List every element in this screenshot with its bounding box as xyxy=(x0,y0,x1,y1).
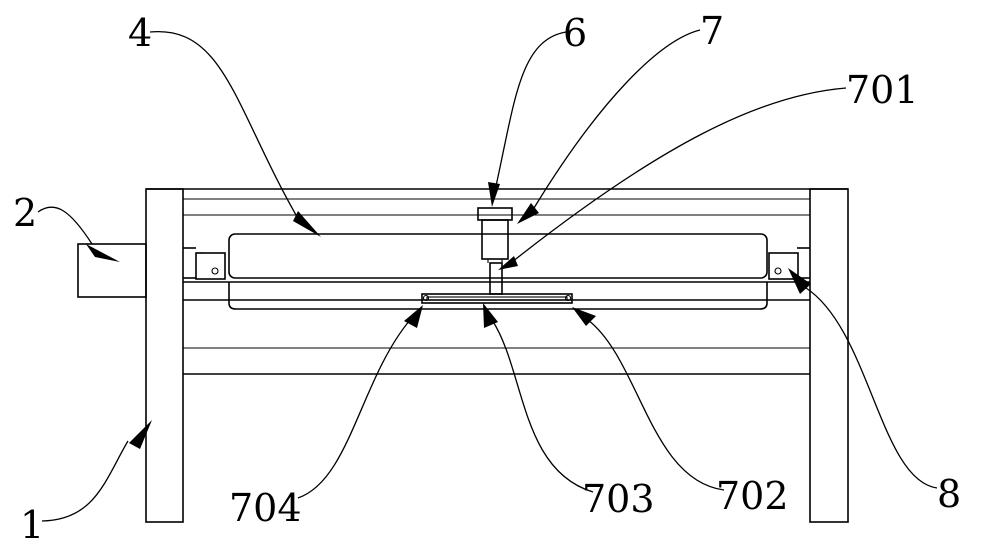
leader-704 xyxy=(297,319,411,499)
label-701: 701 xyxy=(846,68,919,112)
label-704: 704 xyxy=(229,486,302,530)
arrow-2 xyxy=(86,244,120,262)
arrow-4 xyxy=(293,211,321,237)
arrow-7 xyxy=(517,203,539,224)
arrow-702 xyxy=(572,307,596,326)
leader-702 xyxy=(587,319,725,491)
label-4: 4 xyxy=(128,11,152,55)
leader-4 xyxy=(149,31,301,223)
arrow-1 xyxy=(129,420,152,449)
label-7: 7 xyxy=(700,9,724,53)
cylinder-assembly xyxy=(477,207,513,295)
leader-lines xyxy=(37,29,938,522)
side-motor-block xyxy=(77,243,147,298)
leader-1 xyxy=(41,440,129,522)
right-leg xyxy=(809,188,849,523)
arrow-6 xyxy=(488,182,500,207)
label-2: 2 xyxy=(13,191,37,235)
arrow-701 xyxy=(498,256,518,270)
arrowheads xyxy=(86,182,811,449)
leader-7 xyxy=(533,29,701,209)
label-8: 8 xyxy=(937,472,961,516)
reference-labels: 1 2 4 6 7 701 702 703 704 8 xyxy=(13,9,961,547)
leader-2 xyxy=(37,206,93,245)
leader-701 xyxy=(511,87,847,263)
left-bearing-block xyxy=(183,247,226,280)
leader-6 xyxy=(495,31,567,187)
arrow-8 xyxy=(788,268,811,294)
right-bearing-block xyxy=(768,247,810,280)
label-6: 6 xyxy=(563,11,587,55)
label-702: 702 xyxy=(716,474,789,518)
label-703: 703 xyxy=(582,477,655,521)
left-leg xyxy=(145,188,184,523)
arrow-704 xyxy=(404,305,423,328)
leader-703 xyxy=(491,319,594,493)
top-frame xyxy=(146,188,848,216)
arrow-703 xyxy=(483,303,498,328)
roller-belt xyxy=(228,233,768,310)
label-1: 1 xyxy=(20,503,44,547)
leader-8 xyxy=(805,287,938,489)
pressing-plate xyxy=(421,293,573,304)
